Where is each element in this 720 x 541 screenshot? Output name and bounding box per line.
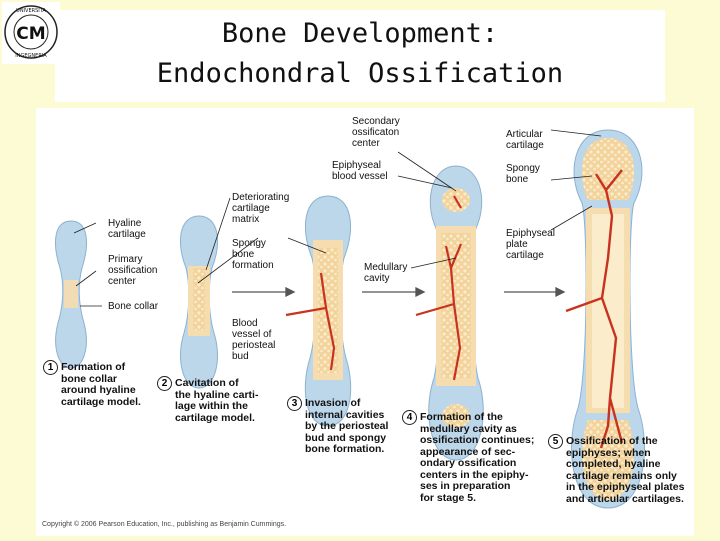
title-line-1: Bone Development: bbox=[221, 18, 499, 49]
process-arrows bbox=[232, 286, 566, 298]
label-secondary-ossification-center: Secondary ossificaton center bbox=[352, 116, 400, 149]
bone-stage-2 bbox=[179, 215, 219, 389]
step-number-4: 4 bbox=[402, 410, 417, 425]
bone-stage-5 bbox=[565, 129, 645, 509]
slide-title: Bone Development: Endochondral Ossificat… bbox=[55, 14, 665, 94]
title-box bbox=[55, 10, 665, 102]
step-number-3: 3 bbox=[287, 396, 302, 411]
label-medullary-cavity: Medullary cavity bbox=[364, 262, 408, 284]
step-caption-5: Ossification of the epiphyses; when comp… bbox=[566, 435, 685, 505]
label-articular-cartilage: Articular cartilage bbox=[506, 129, 544, 151]
svg-text:INGEGNERIA: INGEGNERIA bbox=[15, 53, 47, 59]
university-seal-icon: CM UNIVERSITA INGEGNERIA bbox=[2, 2, 60, 64]
bone-stage-3 bbox=[285, 195, 352, 427]
label-spongy-bone-formation: Spongy bone formation bbox=[232, 238, 274, 271]
svg-text:CM: CM bbox=[16, 24, 45, 44]
label-spongy-bone: Spongy bone bbox=[506, 163, 540, 185]
label-epiphyseal-plate-cartilage: Epiphyseal plate cartilage bbox=[506, 228, 555, 261]
copyright-notice: Copyright © 2006 Pearson Education, Inc.… bbox=[42, 521, 287, 528]
label-primary-ossification-center: Primary ossification center bbox=[108, 254, 158, 287]
leader-lines bbox=[73, 129, 602, 307]
step-number-1: 1 bbox=[43, 360, 58, 375]
step-number-2: 2 bbox=[157, 376, 172, 391]
label-bone-collar: Bone collar bbox=[108, 301, 159, 312]
bone-stage-4 bbox=[415, 165, 484, 461]
label-blood-vessel-periosteal-bud: Blood vessel of periosteal bud bbox=[232, 318, 276, 362]
label-hyaline-cartilage: Hyaline cartilage bbox=[108, 218, 146, 240]
label-epiphyseal-blood-vessel: Epiphyseal blood vessel bbox=[332, 160, 388, 182]
step-caption-2: Cavitation of the hyaline carti- lage wi… bbox=[175, 377, 259, 424]
step-number-5: 5 bbox=[548, 434, 563, 449]
step-caption-3: Invasion of internal cavities by the per… bbox=[305, 397, 389, 455]
step-caption-1: Formation of bone collar around hyaline … bbox=[61, 361, 141, 408]
label-deteriorating-cartilage-matrix: Deteriorating cartilage matrix bbox=[232, 192, 290, 225]
bone-stage-1 bbox=[55, 220, 87, 369]
bone-diagram bbox=[55, 129, 645, 509]
diagram-panel: Hyaline cartilage Primary ossification c… bbox=[36, 108, 694, 536]
title-line-2: Endochondral Ossification bbox=[156, 58, 564, 89]
svg-text:UNIVERSITA: UNIVERSITA bbox=[16, 8, 46, 14]
step-caption-4: Formation of the medullary cavity as oss… bbox=[420, 411, 535, 504]
